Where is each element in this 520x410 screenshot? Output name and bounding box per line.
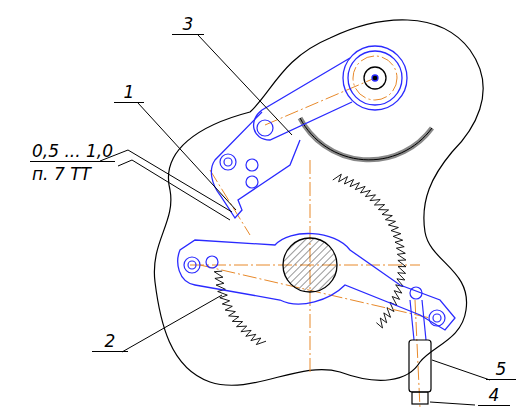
pawl-pins bbox=[220, 120, 273, 188]
sector-guard bbox=[300, 118, 432, 160]
main-shaft bbox=[283, 238, 337, 292]
lever-2 bbox=[178, 234, 455, 330]
arm-3 bbox=[254, 58, 352, 140]
callout-number: 1 bbox=[114, 84, 144, 103]
callout-number: 2 bbox=[92, 333, 128, 352]
rod-assembly bbox=[409, 300, 431, 404]
centre-lines bbox=[190, 56, 430, 408]
sector-edge bbox=[300, 118, 432, 160]
dimension-text: 0,5 ... 1,0 bbox=[30, 143, 115, 162]
callout-number: 4 bbox=[478, 387, 510, 406]
callout-number: 3 bbox=[172, 16, 204, 35]
housing-outline bbox=[154, 20, 483, 385]
pawl-1 bbox=[211, 112, 300, 218]
note-reference: п. 7 ТТ bbox=[30, 166, 93, 184]
upper-pivot bbox=[343, 46, 407, 110]
leader-lines bbox=[122, 35, 490, 405]
dimension-lines bbox=[100, 150, 232, 220]
callout-number: 5 bbox=[486, 361, 516, 380]
